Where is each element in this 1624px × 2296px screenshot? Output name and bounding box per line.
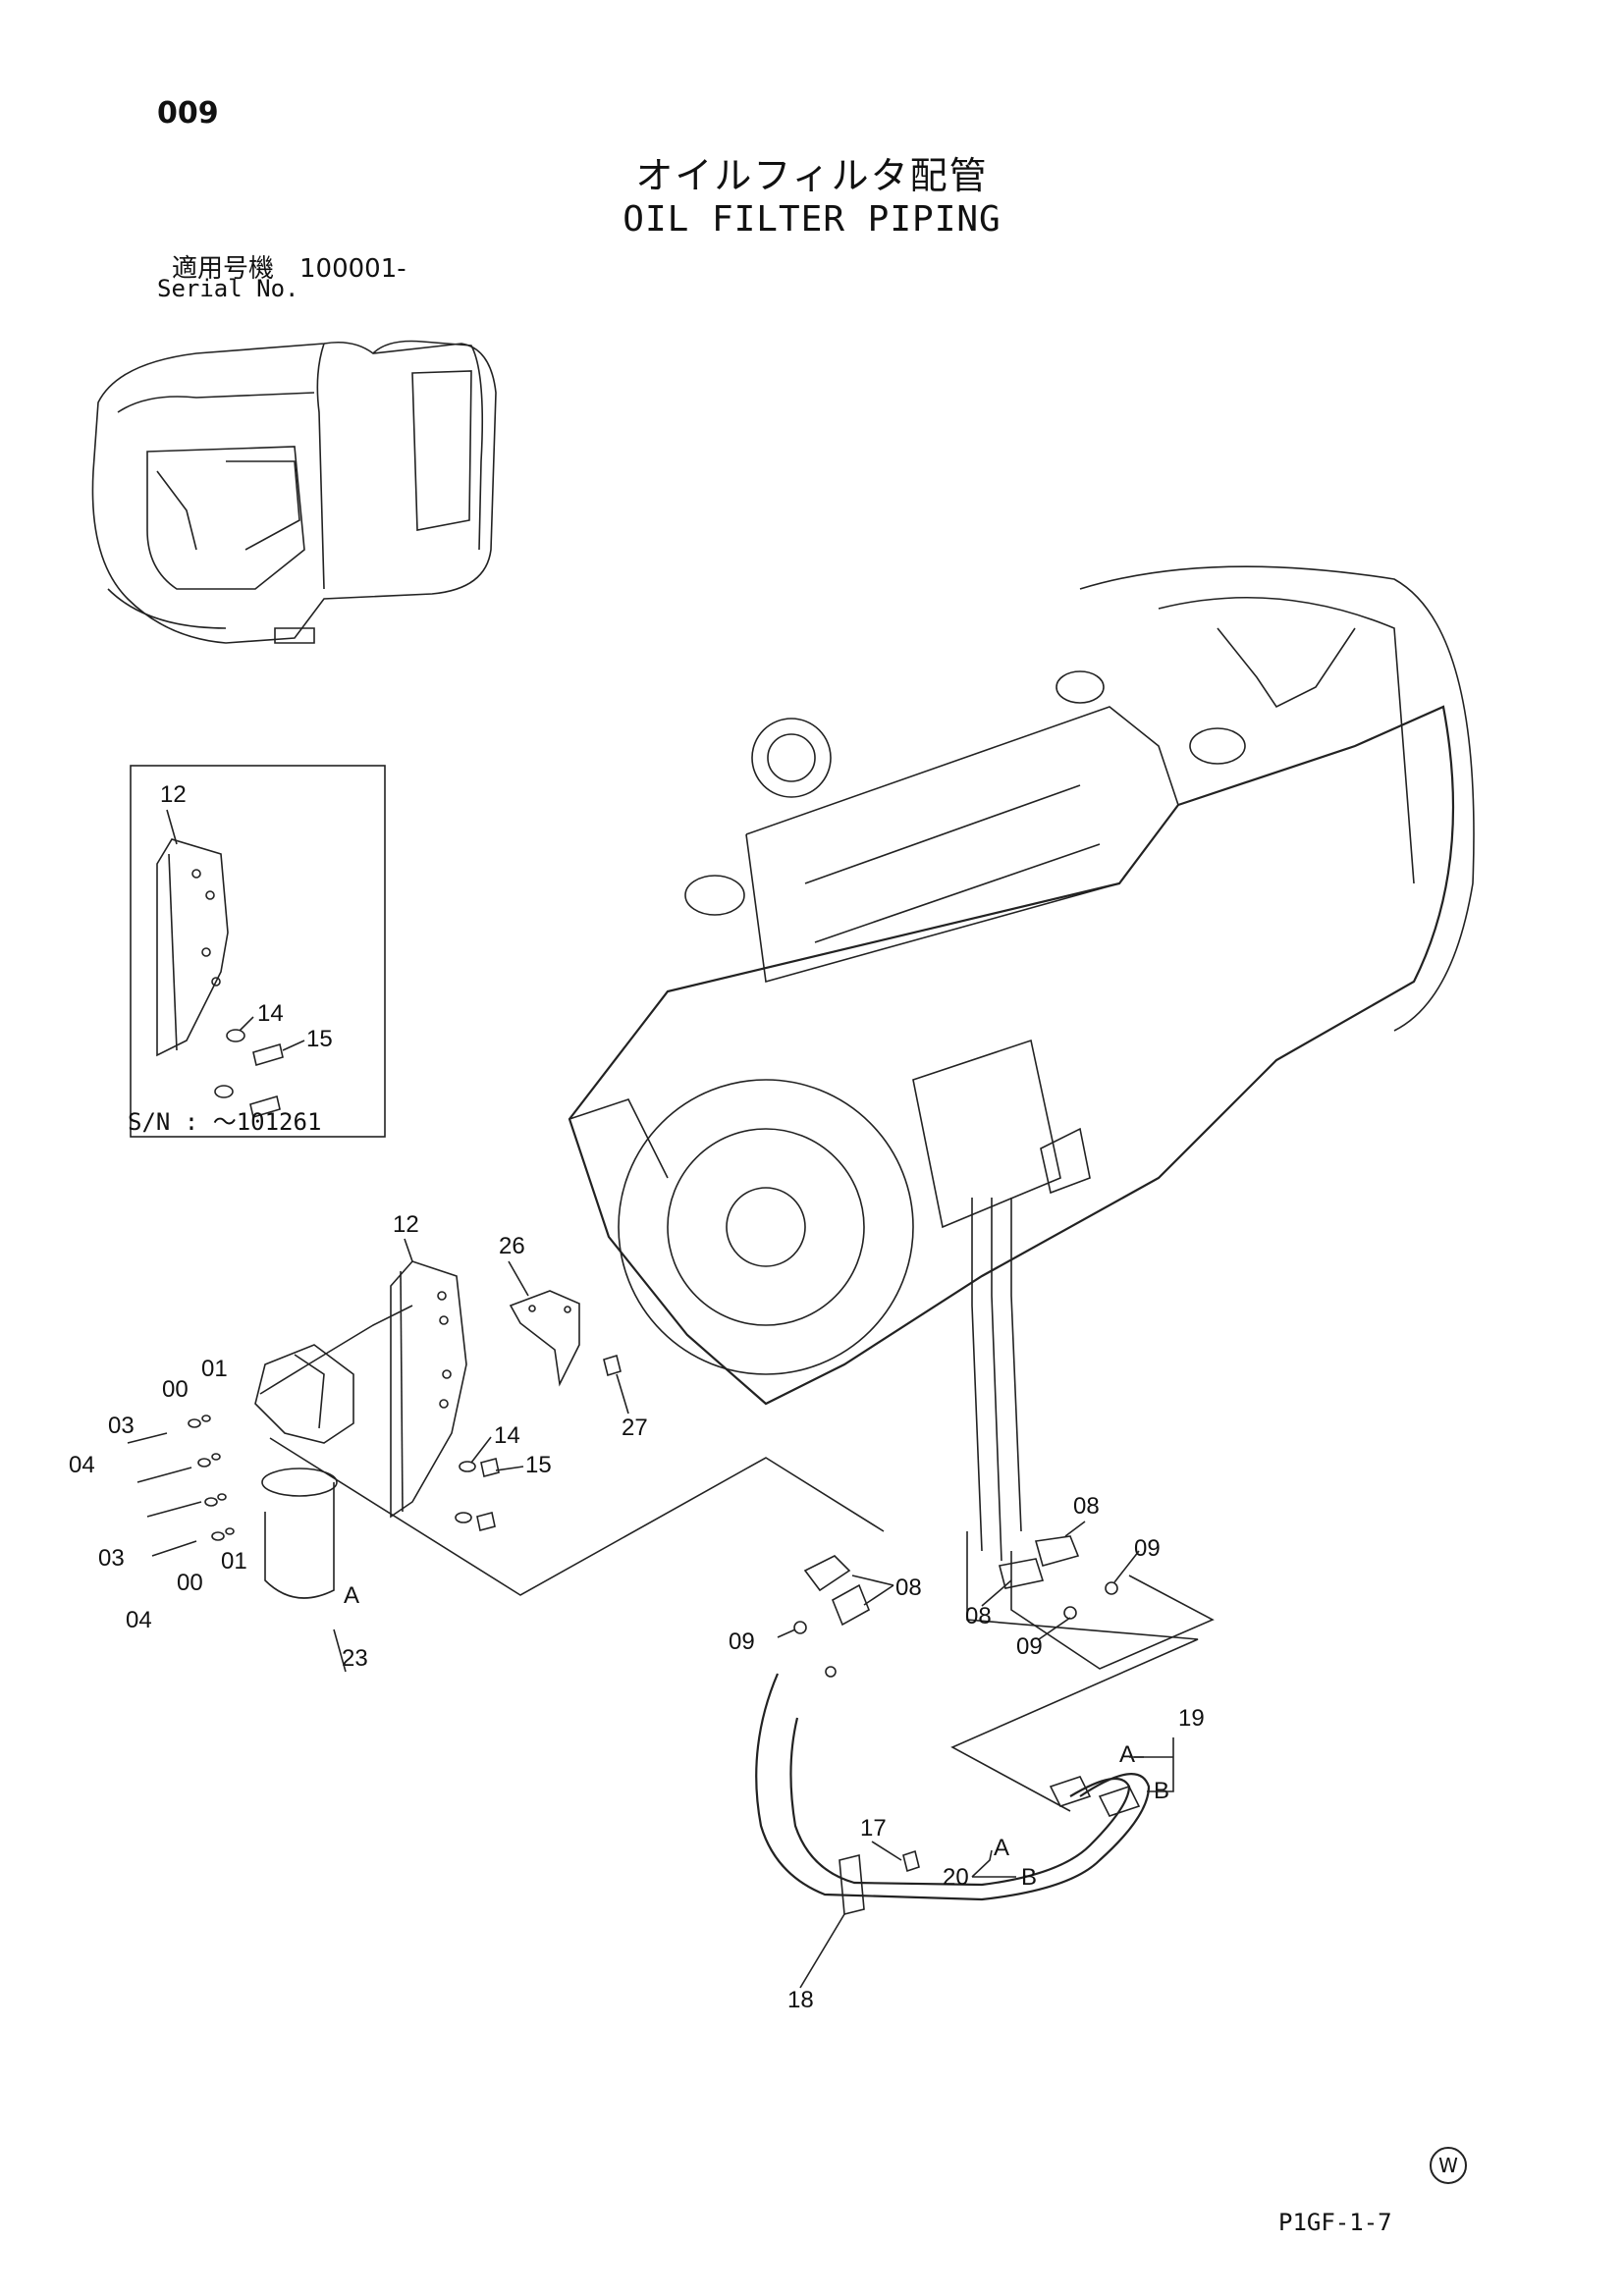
callout-17: 17 — [860, 1815, 887, 1842]
callout-09-right: 09 — [1134, 1535, 1161, 1562]
callout-A-hose19: A — [1119, 1741, 1135, 1768]
page-number: 009 — [157, 96, 219, 131]
callout-20: 20 — [943, 1864, 969, 1891]
machine-overview-illustration — [91, 340, 497, 644]
connection-lines — [269, 1437, 1215, 1812]
callout-leaders — [333, 1238, 1174, 1989]
bracket-26-illustration — [509, 1290, 622, 1387]
serial-label-english: Serial No. — [157, 275, 299, 302]
callout-23: 23 — [342, 1645, 368, 1672]
page-title-english: OIL FILTER PIPING — [623, 199, 1001, 240]
callout-01-lower: 01 — [221, 1548, 247, 1575]
callout-26: 26 — [499, 1233, 525, 1259]
callout-00-lower: 00 — [177, 1570, 203, 1596]
callout-03-upper: 03 — [108, 1413, 135, 1439]
document-code: P1GF-1-7 — [1278, 2209, 1392, 2236]
callout-18: 18 — [787, 1987, 814, 2013]
callout-15: 15 — [525, 1452, 552, 1478]
callout-08-right: 08 — [1073, 1493, 1100, 1520]
callout-01-upper: 01 — [201, 1356, 228, 1382]
inset-callout-15: 15 — [306, 1026, 333, 1052]
callout-04-upper: 04 — [69, 1452, 95, 1478]
callout-12: 12 — [393, 1211, 419, 1238]
inset-callout-14: 14 — [257, 1000, 284, 1027]
callout-08-lower: 08 — [965, 1603, 992, 1629]
filter-bracket-illustration — [390, 1260, 500, 1531]
callout-03-lower: 03 — [98, 1545, 125, 1572]
callout-14: 14 — [494, 1422, 520, 1449]
callout-09-left: 09 — [729, 1629, 755, 1655]
callout-09-lower: 09 — [1016, 1633, 1043, 1660]
callout-08-center: 08 — [895, 1575, 922, 1601]
inset-box: 12 14 15 — [130, 765, 386, 1138]
callout-labels: 12 26 27 14 15 00 01 03 04 03 00 01 04 2… — [69, 1211, 1205, 2013]
serial-label-japanese: 適用号機 100001- — [172, 254, 406, 284]
callout-19: 19 — [1178, 1705, 1205, 1732]
oil-filter-illustration — [127, 1305, 413, 1599]
callout-00-upper: 00 — [162, 1376, 189, 1403]
fittings-illustration — [793, 1535, 1118, 1678]
hoses-illustration — [755, 1673, 1151, 1916]
engine-assembly-illustration — [568, 565, 1475, 1562]
page-title-japanese: オイルフィルタ配管 — [635, 154, 989, 197]
callout-27: 27 — [622, 1415, 648, 1441]
callout-A-filter: A — [344, 1582, 359, 1609]
inset-callout-12: 12 — [160, 781, 187, 808]
callout-B-hose20: B — [1021, 1864, 1037, 1891]
inset-serial-range: S/N : ～101261 — [128, 1108, 322, 1136]
callout-A-hose20: A — [994, 1835, 1009, 1861]
callout-04-lower: 04 — [126, 1607, 152, 1633]
watermark-circle: W — [1430, 2147, 1467, 2184]
